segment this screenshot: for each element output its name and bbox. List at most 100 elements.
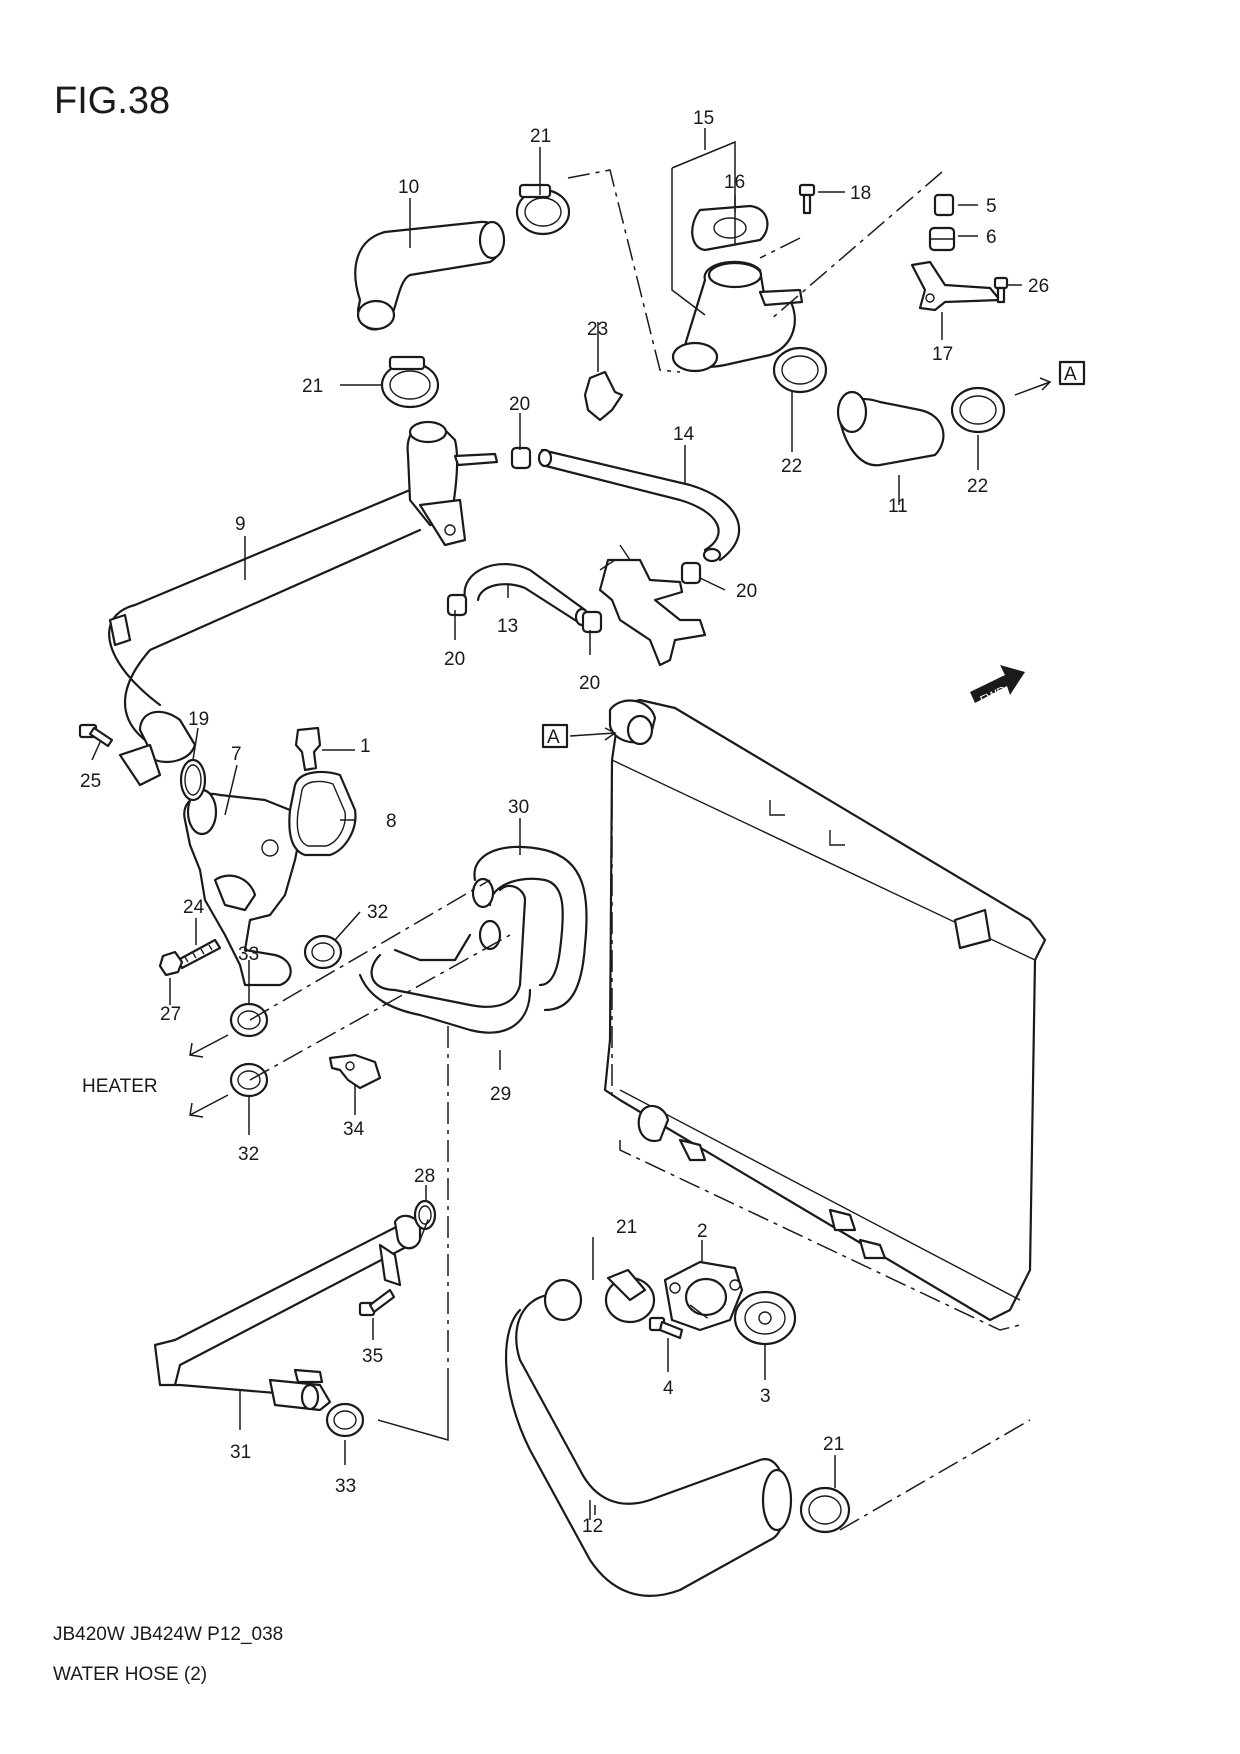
temp-sensor-1 (294, 726, 322, 772)
water-pipe-9 (108, 420, 499, 787)
hose-clamp-33-mid (229, 1002, 269, 1038)
hose-clamp-20-right (680, 561, 702, 585)
thermostat-3 (733, 1290, 797, 1346)
nut-27 (158, 950, 184, 977)
callout-28: 28 (414, 1166, 435, 1187)
callout-15: 15 (693, 108, 714, 129)
callout-3: 3 (760, 1386, 771, 1407)
callout-21-left: 21 (302, 376, 323, 397)
hose-clamp-32-upper (303, 934, 343, 970)
heater-arrows (189, 1034, 229, 1118)
footer-model-line: JB420W JB424W P12_038 (53, 1624, 283, 1645)
o-ring-28 (413, 1199, 437, 1231)
bushing-5 (933, 193, 955, 217)
callout-25: 25 (80, 771, 101, 792)
callout-30: 30 (508, 797, 529, 818)
clip-23 (583, 370, 624, 422)
callout-21-top: 21 (530, 126, 551, 147)
thermostat-housing-7 (183, 788, 302, 987)
callout-34: 34 (343, 1119, 365, 1140)
callout-1: 1 (360, 736, 371, 757)
callout-35: 35 (362, 1346, 383, 1367)
thermostat-housing-gasket-8 (288, 770, 357, 857)
ref-box-a-radiator: A (541, 723, 617, 749)
hose-clamp-21-lower (604, 1268, 656, 1324)
callout-31: 31 (230, 1442, 251, 1463)
hose-clamp-22-left (772, 346, 828, 394)
callout-13: 13 (497, 616, 518, 637)
callout-9: 9 (235, 514, 246, 535)
callout-17: 17 (932, 344, 953, 365)
callout-32-lower: 32 (238, 1144, 259, 1165)
callout-20-top: 20 (509, 394, 530, 415)
callout-14: 14 (673, 424, 695, 445)
fwd-arrow: FWD (970, 665, 1025, 707)
ref-label-a-top: A (1064, 364, 1077, 385)
callout-16: 16 (724, 172, 745, 193)
callout-22-left: 22 (781, 456, 802, 477)
ref-label-a-radiator: A (547, 727, 560, 748)
bolt-25 (78, 723, 114, 748)
bracket-17 (910, 260, 1002, 312)
footer-caption: WATER HOSE (2) (53, 1664, 207, 1685)
callout-20-mid: 20 (579, 673, 600, 694)
water-outlet-pipe-15 (671, 260, 804, 373)
upper-radiator-hose-10 (354, 220, 506, 331)
radiator-cap-16 (691, 204, 769, 252)
callout-20-left: 20 (444, 649, 465, 670)
callout-19: 19 (188, 709, 209, 730)
bolt-26 (993, 276, 1009, 304)
callout-22-right: 22 (967, 476, 988, 497)
callout-12: 12 (582, 1516, 603, 1537)
callout-11: 11 (888, 496, 908, 517)
hose-clamp-21-left (380, 355, 440, 409)
callout-27: 27 (160, 1004, 181, 1025)
callout-4: 4 (663, 1378, 674, 1399)
callout-21-right: 21 (823, 1434, 844, 1455)
heater-pipe-manifold (598, 544, 707, 667)
hose-clamp-32-lower (229, 1062, 269, 1098)
callout-10: 10 (398, 177, 419, 198)
callout-33-low: 33 (335, 1476, 356, 1497)
lower-radiator-hose-12 (504, 1278, 793, 1597)
bolt-4 (648, 1316, 684, 1340)
thermostat-cap-2 (663, 1260, 744, 1332)
radiator (603, 698, 1047, 1322)
water-pipe-31 (153, 1214, 422, 1412)
leader-lines (91, 128, 1022, 1520)
hose-clamp-22-right (950, 386, 1006, 434)
o-ring-19 (179, 758, 207, 802)
hose-clamp-21-right (799, 1486, 851, 1534)
radiator-hose-11 (836, 390, 945, 467)
hose-clamp-21-top (515, 183, 571, 236)
callout-23: 23 (587, 319, 608, 340)
clip-34 (328, 1053, 382, 1090)
callout-2: 2 (697, 1221, 708, 1242)
hose-13 (463, 562, 590, 627)
callout-18: 18 (850, 183, 871, 204)
heater-hose-29 (358, 884, 532, 1034)
callout-26: 26 (1028, 276, 1049, 297)
callout-20-right: 20 (736, 581, 757, 602)
callout-7: 7 (231, 744, 242, 765)
bypass-hose-14 (537, 448, 740, 563)
heater-hose-30 (471, 845, 588, 1012)
callout-24: 24 (183, 897, 205, 918)
callout-8: 8 (386, 811, 397, 832)
callout-5: 5 (986, 196, 997, 217)
callout-29: 29 (490, 1084, 511, 1105)
bolt-35 (358, 1288, 396, 1317)
figure-title: FIG.38 (54, 80, 170, 122)
heater-label: HEATER (82, 1076, 158, 1097)
assembly-lines (249, 169, 1031, 1531)
hose-clamp-20-left (446, 593, 468, 617)
callout-6: 6 (986, 227, 997, 248)
hose-clamp-20-mid (581, 610, 603, 634)
callout-33-mid: 33 (238, 944, 259, 965)
stud-bolt-24 (176, 938, 222, 970)
callout-21-lower: 21 (616, 1217, 637, 1238)
ref-box-a-top: A (1014, 360, 1086, 396)
hose-clamp-20-upper (510, 446, 532, 470)
grommet-6 (928, 226, 956, 252)
